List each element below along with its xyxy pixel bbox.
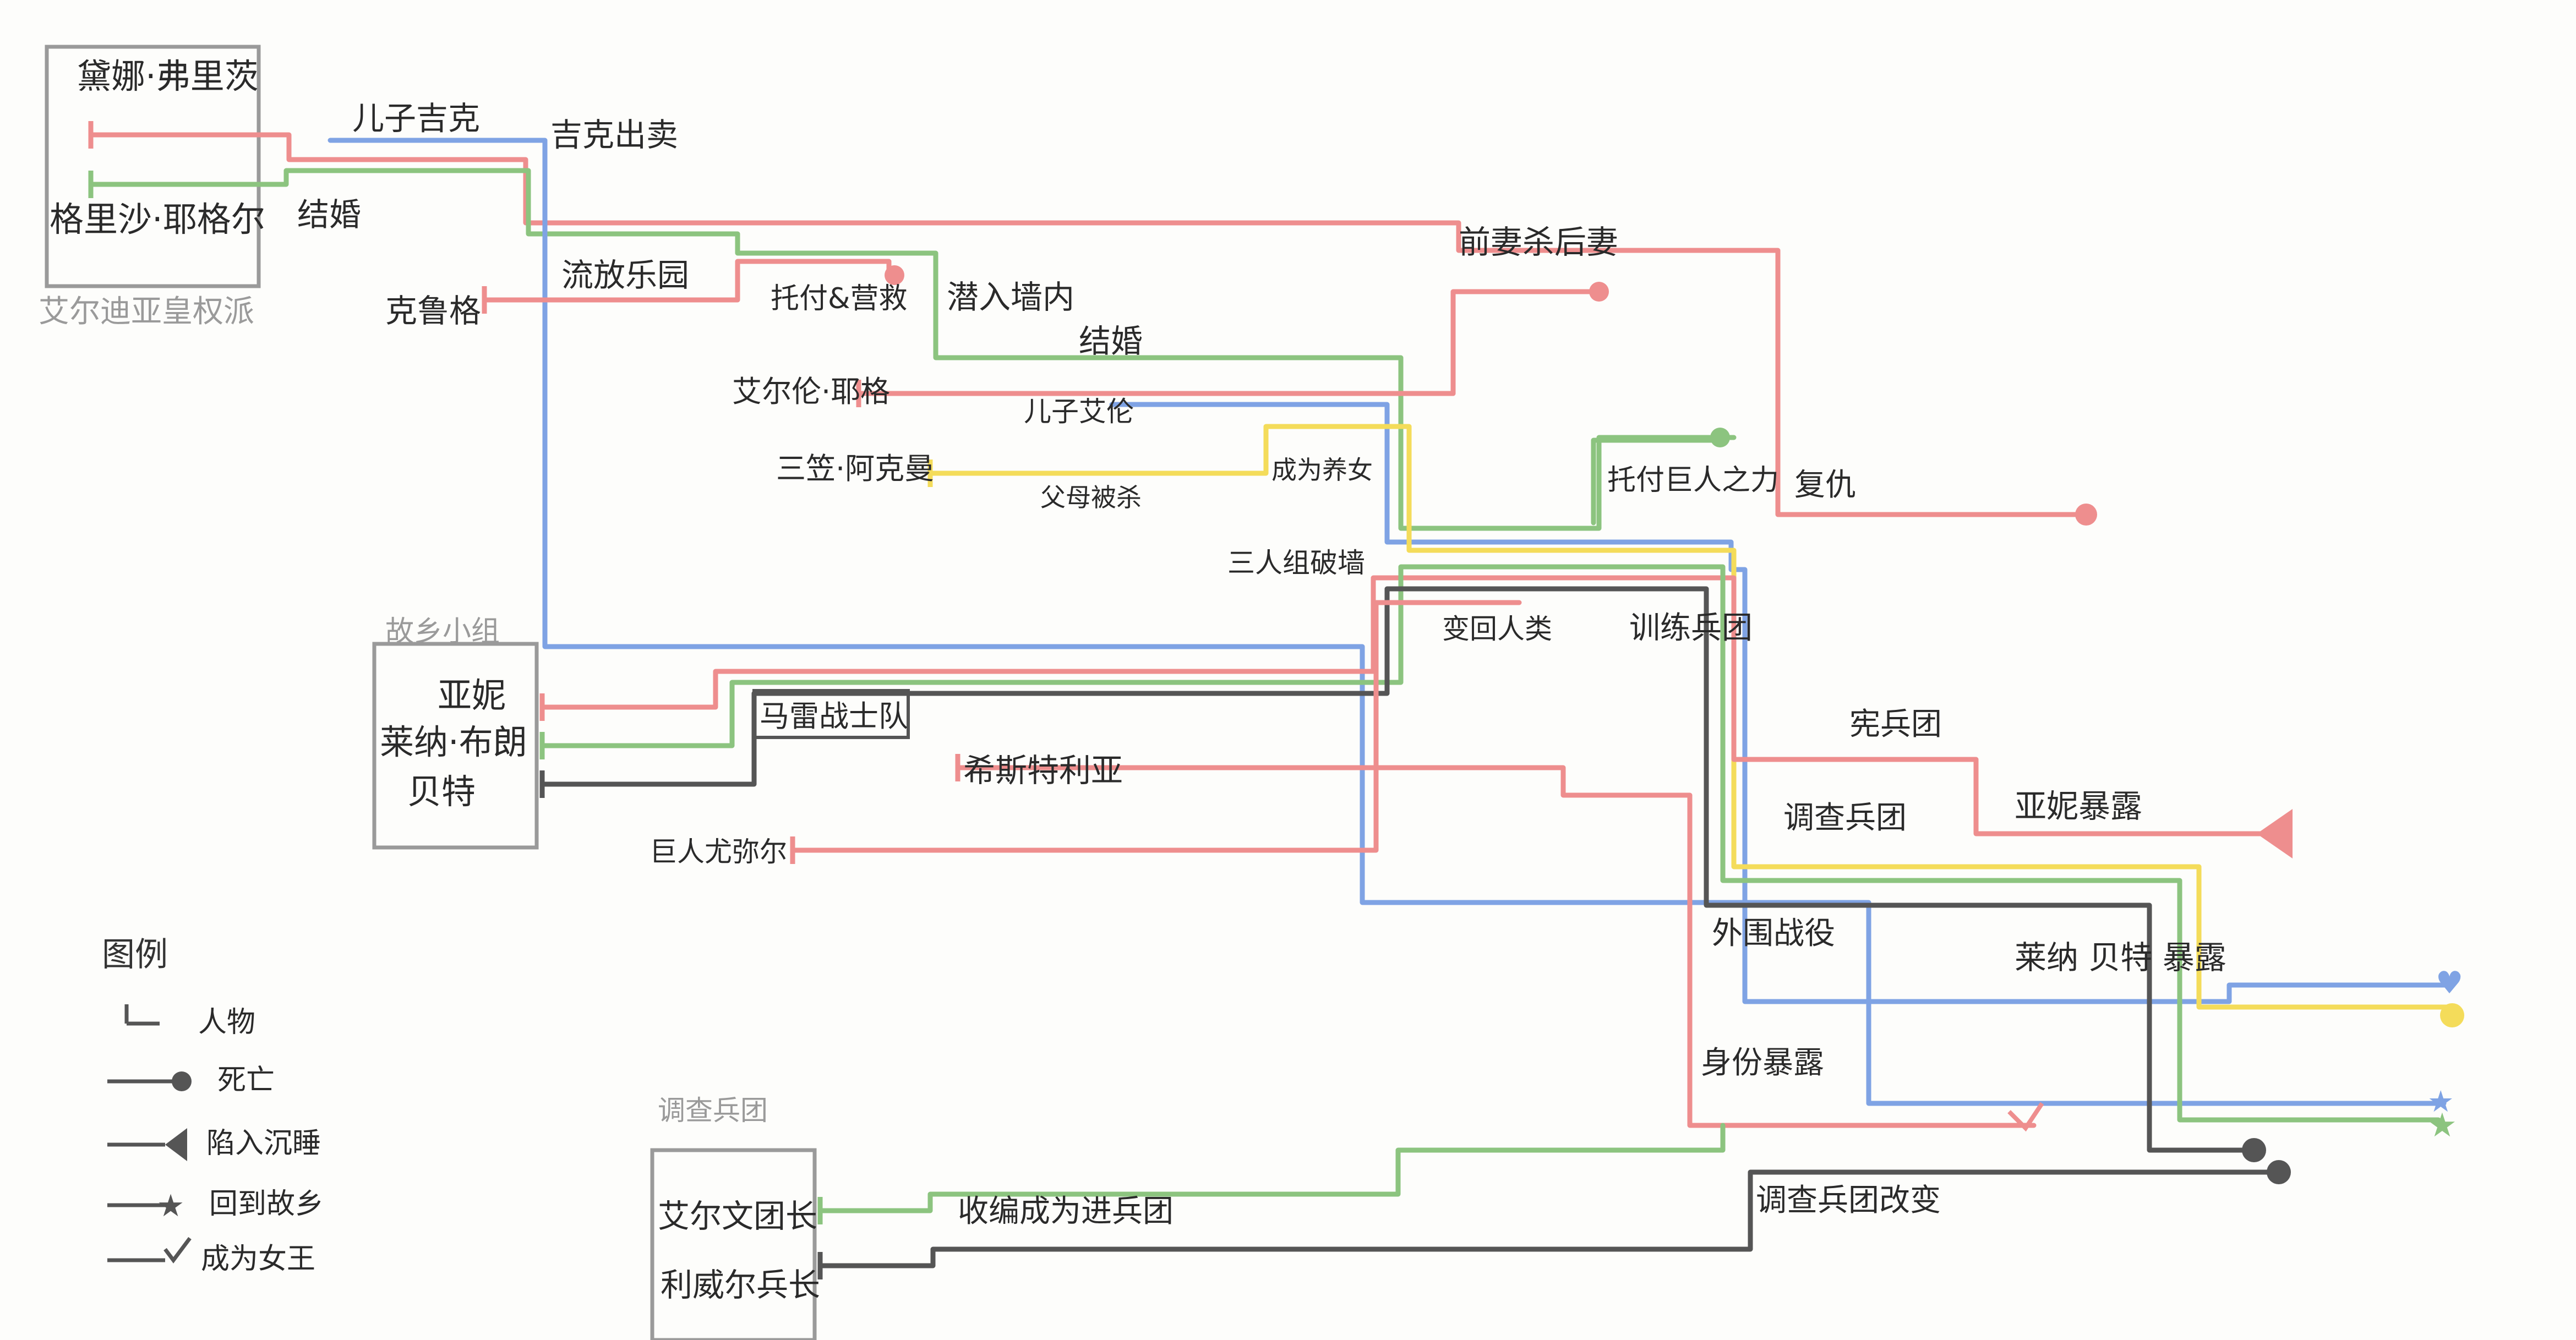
death-dot-exwife bbox=[1589, 282, 1609, 302]
label-revenge: 复仇 bbox=[1794, 467, 1856, 503]
legend-person-label: 人物 bbox=[198, 1006, 255, 1039]
queen-marker-historia bbox=[2007, 1102, 2044, 1132]
label-military-police: 宪兵团 bbox=[1849, 707, 1942, 742]
member-bertholdt: 贝特 bbox=[407, 772, 476, 812]
member-dina: 黛娜·弗里茨 bbox=[77, 56, 259, 96]
legend-item-death: 死亡 bbox=[107, 1064, 275, 1097]
line-entrust bbox=[1591, 437, 1720, 526]
sleep-marker-annie bbox=[2257, 809, 2293, 858]
line-kruger bbox=[482, 259, 892, 303]
member-levi: 利威尔兵长 bbox=[661, 1266, 820, 1304]
label-kruger: 克鲁格 bbox=[385, 292, 481, 330]
line-mikasa bbox=[927, 424, 2452, 1010]
line-ymir bbox=[790, 600, 1522, 853]
label-annie-exposed: 亚妮暴露 bbox=[2015, 787, 2142, 825]
label-mikasa: 三笠·阿克曼 bbox=[776, 451, 934, 486]
legend-sleep-label: 陷入沉睡 bbox=[206, 1127, 321, 1160]
heart-icon-eren: ♥ bbox=[2436, 965, 2463, 1001]
label-ex-wife: 前妻杀后妻 bbox=[1459, 223, 1618, 261]
label-return-human: 变回人类 bbox=[1442, 613, 1552, 645]
label-titan-ymir: 巨人尤弥尔 bbox=[650, 836, 787, 868]
death-dot-revenge bbox=[2075, 504, 2097, 526]
label-eren: 艾尔伦·耶格 bbox=[732, 374, 890, 409]
line-historia bbox=[955, 765, 2037, 1128]
label-son-zeke: 儿子吉克 bbox=[352, 100, 480, 137]
yellow-end-mikasa bbox=[2440, 1003, 2464, 1027]
label-outside-battle: 外围战役 bbox=[1712, 916, 1835, 951]
label-zeke-betray: 吉克出卖 bbox=[550, 116, 678, 154]
line-zeke bbox=[328, 138, 2447, 1106]
box-survey-corps-title: 调查兵团 bbox=[658, 1095, 768, 1126]
legend-star-icon: ★ bbox=[157, 1188, 184, 1224]
label-marriage2: 结婚 bbox=[1079, 322, 1143, 360]
line-dina bbox=[88, 132, 2089, 517]
star-icon-reiner: ★ bbox=[2427, 1106, 2457, 1145]
legend-queen-label: 成为女王 bbox=[201, 1243, 315, 1276]
line-annie bbox=[539, 575, 2287, 836]
legend-item-queen: 成为女王 bbox=[107, 1237, 315, 1276]
legend-home-label: 回到故乡 bbox=[209, 1188, 324, 1221]
label-marriage1: 结婚 bbox=[297, 196, 361, 233]
death-dot-bertholdt bbox=[2242, 1138, 2266, 1162]
box-survey-corps: 调查兵团 艾尔文团长 利威尔兵长 bbox=[650, 1095, 820, 1340]
death-dot-grisha bbox=[1710, 428, 1730, 447]
end-markers: ♥ ★ ★ bbox=[88, 121, 2464, 1279]
box-eldia-royal: 艾尔迪亚皇权派 黛娜·弗里茨 格里沙·耶格尔 bbox=[39, 45, 265, 330]
legend-check-icon bbox=[163, 1237, 192, 1264]
legend-title: 图例 bbox=[102, 936, 168, 974]
label-parents-killed: 父母被杀 bbox=[1040, 483, 1142, 512]
member-reiner: 莱纳·布朗 bbox=[380, 722, 527, 762]
label-historia: 希斯特利亚 bbox=[963, 752, 1123, 789]
member-annie: 亚妮 bbox=[438, 675, 506, 715]
label-exiled: 流放乐园 bbox=[561, 256, 689, 294]
label-corps-reform: 调查兵团改变 bbox=[1756, 1183, 1941, 1218]
box-hometown-title: 故乡小组 bbox=[385, 615, 500, 648]
label-entrust-titan: 托付巨人之力 bbox=[1607, 464, 1779, 497]
line-levi bbox=[817, 1169, 2282, 1268]
label-sneak-in: 潜入墙内 bbox=[947, 278, 1074, 316]
marley-squad-box bbox=[752, 689, 910, 739]
label-reiner-exposed: 莱纳 贝特 暴露 bbox=[2015, 939, 2226, 976]
line-erwin bbox=[817, 1123, 1726, 1213]
legend-death-icon bbox=[172, 1071, 192, 1091]
label-adopted: 成为养女 bbox=[1271, 455, 1373, 485]
legend-item-home: ★ 回到故乡 bbox=[107, 1188, 324, 1224]
death-dot-kruger bbox=[885, 265, 904, 285]
death-dot-levi bbox=[2267, 1160, 2291, 1184]
label-identity-exposed: 身份暴露 bbox=[1701, 1045, 1824, 1081]
member-grisha: 格里沙·耶格尔 bbox=[50, 199, 265, 239]
box-eldia-royal-title: 艾尔迪亚皇权派 bbox=[39, 294, 254, 330]
legend: 图例 人物 死亡 陷入沉睡 ★ 回到故乡 成为女王 bbox=[102, 936, 324, 1276]
legend-death-label: 死亡 bbox=[217, 1064, 275, 1097]
label-training-corps: 训练兵团 bbox=[1629, 610, 1753, 646]
label-saved-by: 托付&营救 bbox=[771, 282, 908, 315]
member-erwin: 艾尔文团长 bbox=[658, 1197, 817, 1235]
line-grisha bbox=[88, 168, 1737, 531]
label-son-eren: 儿子艾伦 bbox=[1024, 396, 1134, 428]
label-survey-corps: 调查兵团 bbox=[1783, 800, 1907, 836]
legend-item-sleep: 陷入沉睡 bbox=[107, 1127, 321, 1161]
label-recruit-corps: 收编成为进兵团 bbox=[958, 1194, 1174, 1229]
labels: 儿子吉克 吉克出卖 结婚 流放乐园 克鲁格 托付&营救 潜入墙内 结婚 前妻杀后… bbox=[297, 100, 2226, 1229]
label-trio-break-wall: 三人组破墙 bbox=[1227, 547, 1365, 579]
legend-item-person: 人物 bbox=[124, 1004, 255, 1039]
line-eren-blue bbox=[1109, 402, 2452, 1004]
box-hometown: 故乡小组 亚妮 莱纳·布朗 贝特 bbox=[372, 615, 539, 850]
line-reiner bbox=[539, 564, 2441, 1123]
star-icon-zeke: ★ bbox=[2427, 1084, 2454, 1119]
legend-sleep-icon bbox=[165, 1128, 187, 1161]
line-exwife bbox=[1450, 289, 1599, 396]
label-marley-squad: 马雷战士队 bbox=[760, 699, 908, 734]
